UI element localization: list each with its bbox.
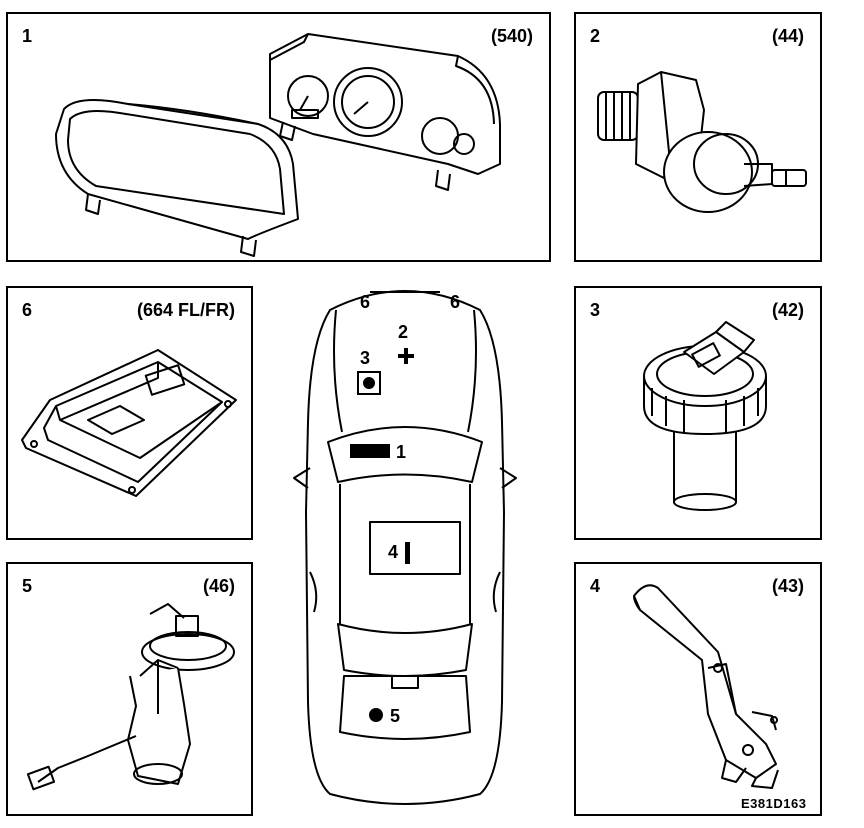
marker-3: 3 <box>360 348 370 368</box>
marker-4: 4 <box>388 542 398 562</box>
panel-instrument-cluster: 1 (540) <box>6 12 551 262</box>
marker-3-dot <box>363 377 375 389</box>
windshield <box>327 426 483 483</box>
panel-number: 4 <box>590 576 601 596</box>
panel-oil-pressure-sensor: 2 (44) <box>574 12 822 262</box>
component-code: (664 FL/FR) <box>136 300 235 320</box>
panel-number: 3 <box>590 300 601 320</box>
panel-fuel-filler-switch: 3 (42) <box>574 286 822 540</box>
marker-6-left: 6 <box>360 292 370 312</box>
marker-6-right: 6 <box>450 292 460 312</box>
panel-control-module: 6 (664 FL/FR) <box>6 286 253 540</box>
instrument-cluster-illustration <box>55 33 501 257</box>
marker-2: 2 <box>398 322 408 342</box>
panel-fuel-pump-unit: 5 (46) <box>6 562 253 816</box>
fuel-filler-switch-illustration <box>643 321 767 511</box>
component-code: (42) <box>771 300 804 320</box>
fuel-pump-unit-illustration <box>26 603 235 791</box>
panel-number: 6 <box>22 300 33 320</box>
center-console <box>369 521 461 575</box>
marker-1-box <box>350 444 390 458</box>
rear-window <box>337 623 473 677</box>
trunk-lid <box>339 675 471 740</box>
component-code: (43) <box>771 576 804 596</box>
oil-pressure-sensor-illustration <box>597 71 807 213</box>
panel-parking-brake-lever: 4 (43) <box>574 562 822 816</box>
marker-2-cross <box>398 348 414 364</box>
marker-4-lever <box>405 542 410 564</box>
figure-reference: E381D163 <box>741 796 807 811</box>
vehicle-location-diagram: 6 6 2 3 1 4 5 <box>293 290 517 805</box>
panel-number: 5 <box>22 576 33 596</box>
component-code: (44) <box>771 26 804 46</box>
component-code: (540) <box>490 26 533 46</box>
component-code: (46) <box>202 576 235 596</box>
panel-number: 2 <box>590 26 601 46</box>
control-module-illustration <box>21 349 237 497</box>
marker-5: 5 <box>390 706 400 726</box>
marker-1: 1 <box>396 442 406 462</box>
panel-number: 1 <box>22 26 33 46</box>
parking-brake-lever-illustration <box>633 584 779 789</box>
marker-5-dot <box>369 708 383 722</box>
